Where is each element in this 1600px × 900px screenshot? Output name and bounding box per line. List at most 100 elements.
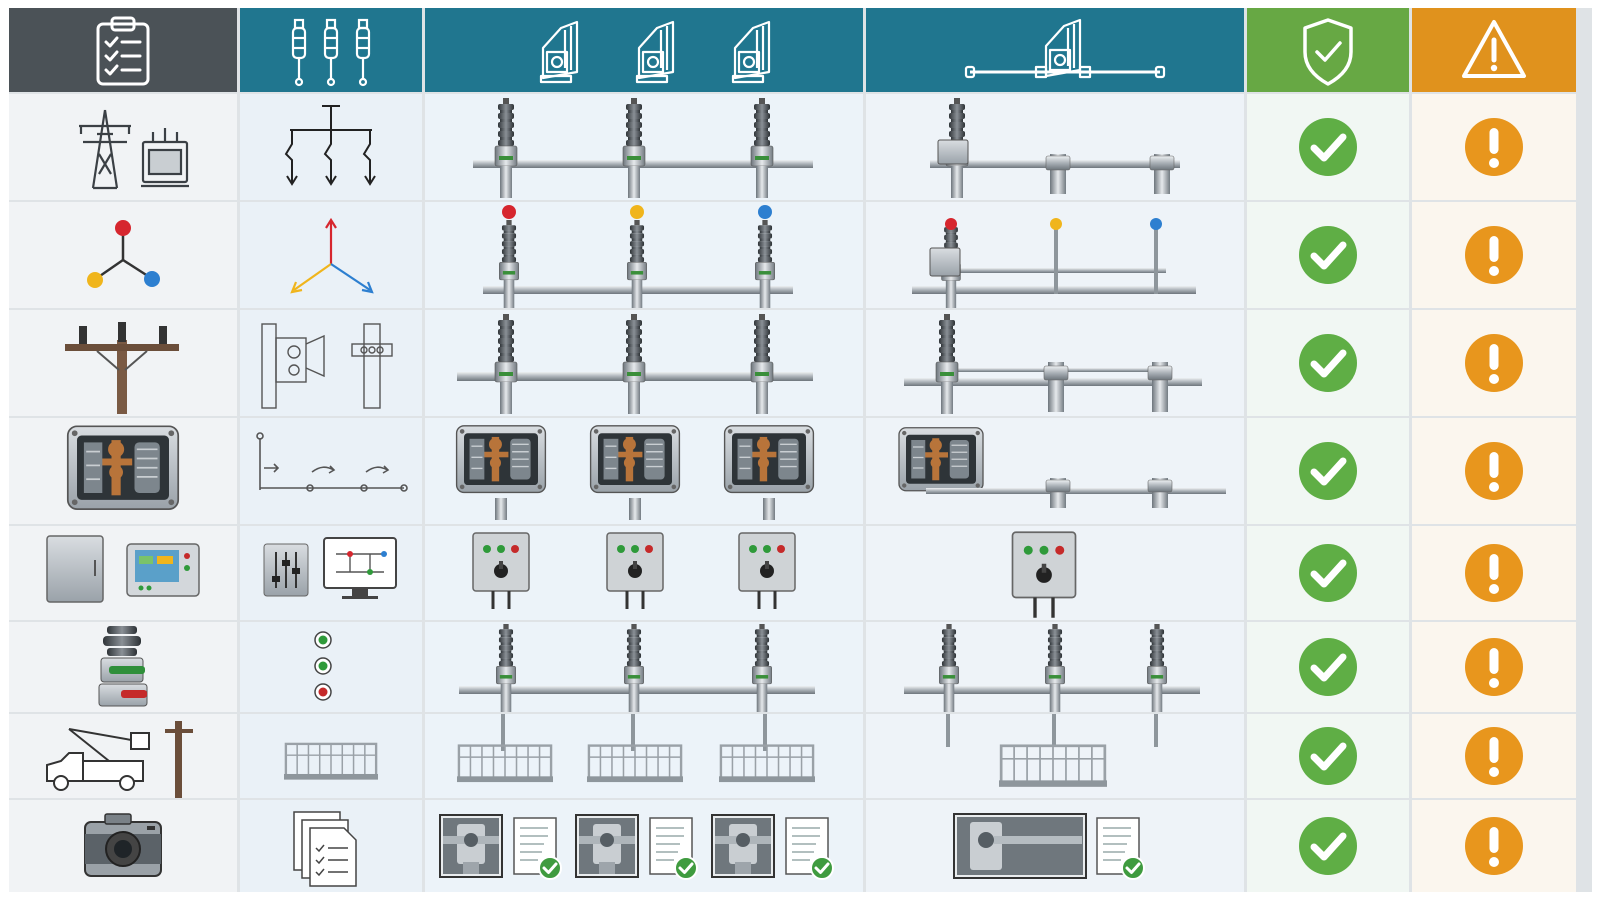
exclamation-circle-icon — [1464, 333, 1524, 393]
row-2-caution — [1412, 202, 1576, 308]
shield-check-icon — [1303, 18, 1353, 86]
warning-triangle-icon — [1462, 20, 1526, 78]
row-4-caution — [1412, 418, 1576, 524]
single-gear-mechanism-rod-image — [898, 427, 1226, 508]
row-1-independent — [425, 94, 863, 200]
phase-colored-ganged-image — [912, 218, 1196, 308]
row-1-compliant — [1247, 94, 1409, 200]
gear-mechanism-box-icon — [66, 425, 180, 511]
row-8-independent — [425, 800, 863, 892]
row-1-category — [9, 94, 237, 200]
indicator-lights-icon — [314, 631, 332, 701]
header-caution — [1412, 8, 1576, 92]
checklist-clipboard-icon — [96, 16, 150, 86]
position-indicator-insulator-icon — [98, 626, 148, 707]
row-2-independent — [425, 202, 863, 308]
check-circle-icon — [1298, 726, 1358, 786]
row-3-schematic — [240, 310, 422, 416]
check-circle-icon — [1298, 637, 1358, 697]
row-8-schematic — [240, 800, 422, 892]
row-5-schematic — [240, 526, 422, 620]
three-insulators-crossarm-image — [473, 98, 813, 198]
single-photo-checklist-pair-image — [953, 813, 1146, 880]
row-8-caution — [1412, 800, 1576, 892]
check-circle-icon — [1298, 225, 1358, 285]
row-5-independent — [425, 526, 863, 620]
three-gear-mechanisms-image — [455, 425, 815, 520]
three-operator-mechanisms-icon — [539, 20, 771, 84]
bucket-truck-pole-icon — [46, 721, 193, 798]
row-7-independent — [425, 714, 863, 798]
linkage-rod-sketch-icon — [256, 432, 408, 492]
row-8-compliant — [1247, 800, 1409, 892]
single-long-platform-image — [946, 714, 1158, 798]
work-platform-icon — [284, 742, 378, 781]
three-indicator-insulators-image — [459, 624, 815, 712]
row-6-independent — [425, 622, 863, 712]
header-insulators — [240, 8, 422, 92]
row-6-ganged — [866, 622, 1244, 712]
row-1-caution — [1412, 94, 1576, 200]
row-2-compliant — [1247, 202, 1409, 308]
exclamation-circle-icon — [1464, 441, 1524, 501]
check-circle-icon — [1298, 441, 1358, 501]
exclamation-circle-icon — [1464, 225, 1524, 285]
row-6-category — [9, 622, 237, 712]
row-8-ganged — [866, 800, 1244, 892]
header-checklist — [9, 8, 237, 92]
row-8-category — [9, 800, 237, 892]
row-3-category — [9, 310, 237, 416]
header-independent-mechanisms — [425, 8, 863, 92]
camera-icon — [84, 813, 162, 877]
exclamation-circle-icon — [1464, 543, 1524, 603]
row-7-caution — [1412, 714, 1576, 798]
row-7-compliant — [1247, 714, 1409, 798]
comparison-matrix — [9, 8, 1592, 892]
row-5-caution — [1412, 526, 1576, 620]
row-4-compliant — [1247, 418, 1409, 524]
header-ganged-mechanism — [866, 8, 1244, 92]
row-2-schematic — [240, 202, 422, 308]
utility-pole-crossarm-icon — [65, 322, 179, 414]
row-5-compliant — [1247, 526, 1409, 620]
check-circle-icon — [1298, 816, 1358, 876]
check-circle-icon — [1298, 333, 1358, 393]
row-2-ganged — [866, 202, 1244, 308]
row-6-compliant — [1247, 622, 1409, 712]
row-5-category — [9, 526, 237, 620]
three-control-boxes-image — [471, 531, 797, 611]
exclamation-circle-icon — [1464, 726, 1524, 786]
row-1-ganged — [866, 94, 1244, 200]
single-control-box-image — [1010, 530, 1078, 620]
exclamation-circle-icon — [1464, 637, 1524, 697]
three-photo-checklist-pairs-image — [439, 814, 835, 880]
transmission-tower-transformer-icon — [79, 109, 189, 190]
row-6-caution — [1412, 622, 1576, 712]
row-3-ganged — [866, 310, 1244, 416]
check-circle-icon — [1298, 543, 1358, 603]
row-3-independent — [425, 310, 863, 416]
check-circle-icon — [1298, 117, 1358, 177]
row-3-compliant — [1247, 310, 1409, 416]
row-7-ganged — [866, 714, 1244, 798]
row-4-category — [9, 418, 237, 524]
header-compliant — [1247, 8, 1409, 92]
three-work-platforms-image — [457, 714, 815, 784]
control-cabinet-hmi-icon — [46, 535, 200, 603]
three-insulators-icon — [291, 18, 371, 87]
row-1-schematic — [240, 94, 422, 200]
row-4-schematic — [240, 418, 422, 524]
linked-operator-mechanism-icon — [964, 18, 1166, 79]
mounting-bracket-sketch-icon — [261, 323, 393, 409]
exclamation-circle-icon — [1464, 816, 1524, 876]
checklist-documents-icon — [293, 811, 357, 887]
row-5-ganged — [866, 526, 1244, 620]
control-slider-monitor-icon — [263, 537, 397, 599]
crossarm-ganged-image — [904, 314, 1202, 414]
row-4-independent — [425, 418, 863, 524]
row-4-ganged — [866, 418, 1244, 524]
row-7-schematic — [240, 714, 422, 798]
phase-vector-icon — [290, 217, 374, 294]
row-6-schematic — [240, 622, 422, 712]
row-7-category — [9, 714, 237, 798]
